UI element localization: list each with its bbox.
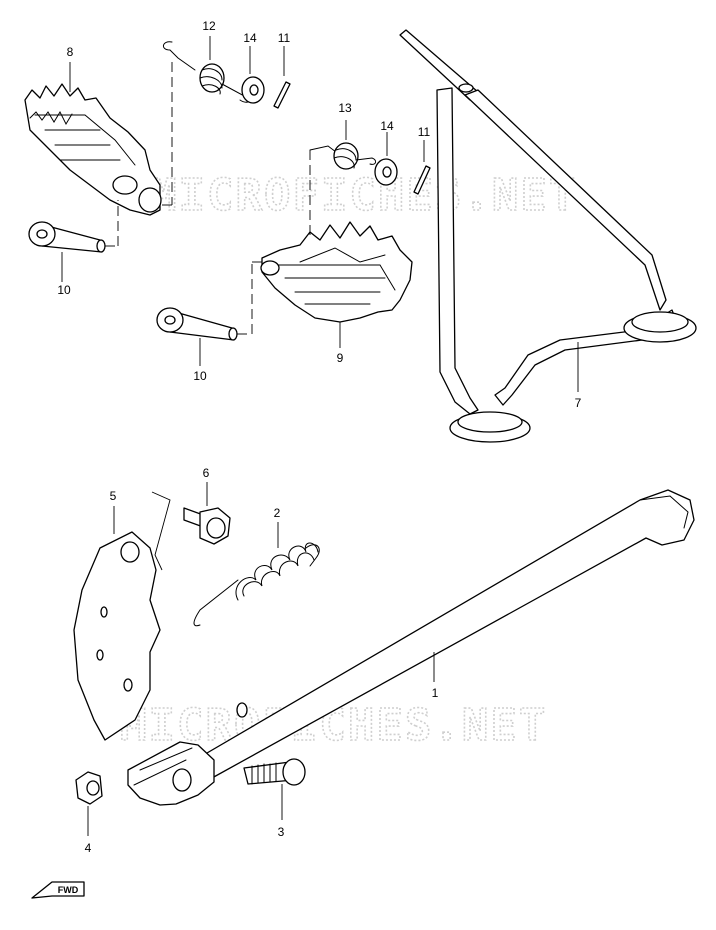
pin-10-left (28, 221, 106, 253)
washer-14-left (241, 76, 265, 104)
callout-4: 4 (85, 841, 92, 855)
cotter-pin-11-right (413, 165, 431, 195)
callout-14-left: 14 (243, 31, 257, 45)
callout-13: 13 (338, 101, 352, 115)
spring-2 (193, 542, 320, 627)
cotter-pin-11-left (273, 81, 291, 109)
stand-bracket-7 (399, 29, 697, 443)
forward-arrow-icon: FWD (31, 881, 85, 899)
callout-6: 6 (203, 466, 210, 480)
spring-12 (163, 41, 250, 103)
nut-4 (75, 771, 103, 805)
bolt-6 (183, 507, 231, 545)
callout-9: 9 (337, 351, 344, 365)
callout-10-left: 10 (57, 283, 71, 297)
callout-14-right: 14 (380, 119, 394, 133)
callout-1: 1 (432, 686, 439, 700)
forward-label: FWD (58, 885, 79, 895)
spring-13 (309, 142, 377, 170)
callout-10-right: 10 (193, 369, 207, 383)
callout-3: 3 (278, 825, 285, 839)
watermark-top: MICROFICHES.NET (150, 170, 577, 221)
footrest-left-8 (24, 83, 162, 216)
callout-11-right: 11 (418, 125, 431, 139)
callout-11-left: 11 (278, 31, 291, 45)
pin-10-right (156, 307, 238, 341)
footrest-right-9 (260, 221, 413, 323)
bolt-3 (243, 758, 306, 786)
side-stand-1 (127, 489, 695, 806)
callout-7: 7 (575, 396, 582, 410)
washer-14-right (374, 158, 398, 186)
callout-12: 12 (202, 19, 216, 33)
callout-5: 5 (110, 489, 117, 503)
callout-2: 2 (274, 506, 281, 520)
bracket-plate-5 (73, 531, 161, 741)
callout-8: 8 (67, 45, 74, 59)
